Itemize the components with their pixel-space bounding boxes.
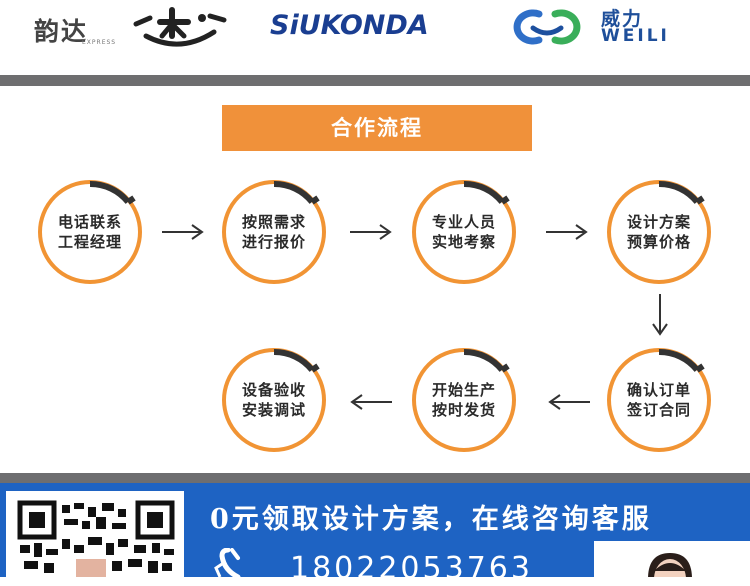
weili-mark-icon (513, 9, 581, 45)
step-7-line-2: 安装调试 (241, 401, 306, 419)
process-title: 合作流程 (222, 105, 532, 151)
arrow-right-icon (546, 224, 588, 240)
qr-code-panel (6, 491, 184, 577)
step-progress-mark-icon (273, 348, 320, 373)
step-progress-mark-icon (658, 348, 705, 373)
process-step-7: 设备验收 安装调试 (222, 348, 326, 452)
step-1-line-1: 电话联系 (57, 213, 122, 231)
step-progress-mark-icon (463, 180, 510, 205)
yunda-logo-cn: 韵达 (34, 17, 89, 46)
step-5-line-1: 确认订单 (626, 381, 691, 399)
arrow-right-icon (162, 224, 204, 240)
step-5-line-2: 签订合同 (626, 401, 691, 419)
process-step-4: 设计方案 预算价格 (607, 180, 711, 284)
step-7-line-1: 设备验收 (241, 381, 306, 399)
arrow-right-icon (350, 224, 392, 240)
contact-slogan: 0元领取设计方案，在线咨询客服 (210, 504, 652, 535)
weili-logo-cn: 威力 (601, 8, 644, 30)
process-step-2: 按照需求 进行报价 (222, 180, 326, 284)
step-progress-mark-icon (658, 180, 705, 205)
step-progress-mark-icon (463, 348, 510, 373)
process-step-1: 电话联系 工程经理 (38, 180, 142, 284)
yunda-logo: 韵达 EXPRESS (28, 6, 228, 48)
avatar-icon (648, 553, 692, 577)
weili-logo: 威力 WEILI (505, 4, 700, 50)
customer-service-avatar (594, 541, 750, 577)
siukonda-logo: SiUKONDA (266, 10, 462, 44)
step-3-line-2: 实地考察 (431, 233, 496, 251)
step-2-line-1: 按照需求 (241, 213, 306, 231)
process-step-6: 开始生产 按时发货 (412, 348, 516, 452)
step-4-line-2: 预算价格 (626, 233, 691, 251)
step-1-line-2: 工程经理 (57, 233, 122, 251)
siukonda-logo-text: SiUKONDA (270, 10, 429, 41)
arrow-down-icon (652, 294, 668, 336)
step-4-line-1: 设计方案 (626, 213, 691, 231)
arrow-left-icon (350, 394, 392, 410)
step-3-line-1: 专业人员 (431, 213, 496, 231)
step-6-line-2: 按时发货 (431, 401, 496, 419)
phone-number[interactable]: 18022053763 (290, 551, 533, 586)
phone-icon (214, 548, 241, 577)
arrow-left-icon (548, 394, 590, 410)
yunda-logo-en: EXPRESS (82, 39, 117, 46)
step-progress-mark-icon (273, 180, 320, 205)
weili-logo-en: WEILI (601, 26, 670, 46)
step-6-line-1: 开始生产 (431, 381, 496, 399)
partner-logos: 韵达 EXPRESS SiUKONDA 威力 WEILI (0, 0, 750, 74)
process-step-5: 确认订单 签订合同 (607, 348, 711, 452)
process-step-3: 专业人员 实地考察 (412, 180, 516, 284)
step-2-line-2: 进行报价 (241, 233, 306, 251)
yunda-mark-icon (133, 7, 227, 47)
step-progress-mark-icon (89, 180, 136, 205)
qr-code-icon (17, 500, 175, 577)
separator-bar (0, 75, 750, 86)
